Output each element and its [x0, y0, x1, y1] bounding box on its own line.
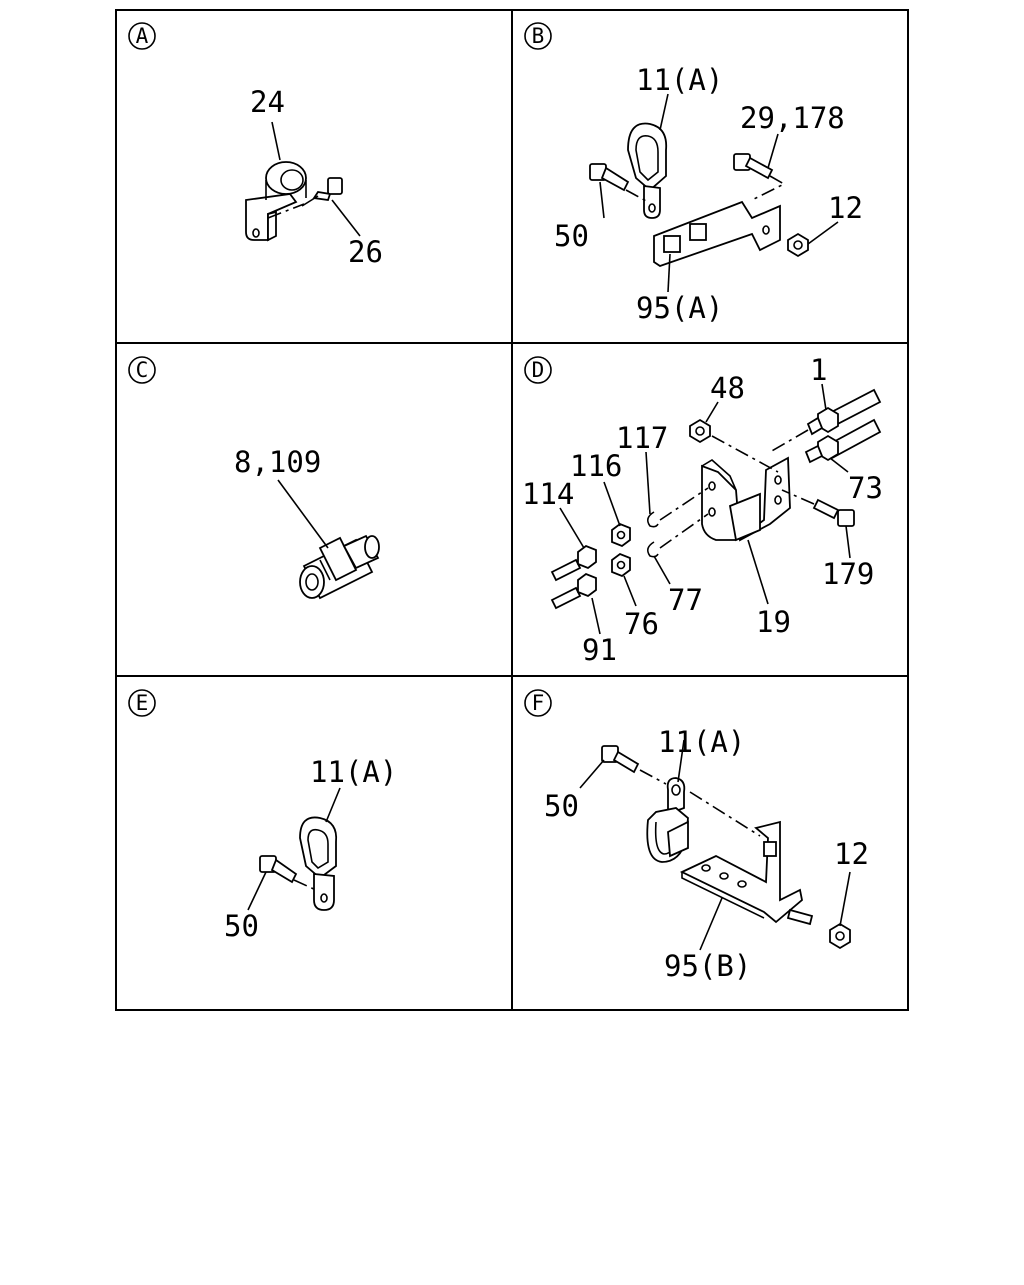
label-117: 117	[616, 421, 668, 455]
panel-e: E 11(A) 50	[128, 689, 397, 943]
label-1: 1	[810, 353, 827, 387]
label-19: 19	[756, 605, 791, 639]
label-50: 50	[554, 219, 589, 253]
label-77: 77	[668, 583, 703, 617]
panel-d: D	[522, 353, 883, 667]
label-24: 24	[250, 85, 285, 119]
panel-e-letter: E	[136, 691, 149, 715]
panel-a-letter: A	[136, 24, 149, 48]
label-50: 50	[224, 909, 259, 943]
label-8-109: 8,109	[234, 445, 321, 479]
label-114: 114	[522, 477, 574, 511]
part-fitting-73	[804, 418, 882, 464]
part-bolt-50	[601, 745, 761, 837]
panel-b: B	[524, 22, 863, 325]
panel-c-letter: C	[136, 358, 149, 382]
panel-f: F	[524, 689, 869, 983]
panel-a: A 24 26	[128, 22, 383, 269]
part-nut-12	[829, 922, 851, 950]
part-bolt-179	[781, 489, 855, 527]
label-11a: 11(A)	[310, 755, 397, 789]
part-clip-24	[245, 161, 307, 242]
panel-d-letter: D	[532, 358, 545, 382]
part-bracket-95a	[653, 200, 781, 267]
label-26: 26	[348, 235, 383, 269]
label-48: 48	[710, 371, 745, 405]
diagram-grid	[115, 9, 909, 1011]
part-bracket-19	[701, 456, 791, 542]
label-73: 73	[848, 471, 883, 505]
part-fitting-1	[769, 388, 882, 453]
label-50: 50	[544, 789, 579, 823]
panel-b-letter: B	[532, 24, 545, 48]
panel-c: C 8,109	[128, 356, 380, 600]
part-nut-76	[611, 552, 631, 578]
part-bolt-29-178	[733, 153, 786, 201]
label-76: 76	[624, 607, 659, 641]
label-29-178: 29,178	[740, 101, 845, 135]
part-clip-11a	[299, 816, 338, 911]
part-clip-11a	[646, 777, 689, 863]
label-95b: 95(B)	[664, 949, 751, 983]
part-bolt-26	[267, 177, 343, 219]
part-snap-ring-117	[646, 487, 709, 528]
part-nut-116	[611, 522, 631, 548]
label-12: 12	[828, 191, 863, 225]
part-bolt-50	[259, 855, 317, 891]
label-91: 91	[582, 633, 617, 667]
part-nut-48	[689, 418, 779, 473]
part-nut-12	[787, 232, 809, 258]
label-11a: 11(A)	[658, 725, 745, 759]
part-hose-114	[550, 544, 597, 582]
label-11a: 11(A)	[636, 63, 723, 97]
part-hose-91	[550, 572, 597, 610]
panel-f-letter: F	[532, 691, 545, 715]
label-179: 179	[822, 557, 874, 591]
label-12: 12	[834, 837, 869, 871]
part-snap-ring-77	[646, 513, 709, 558]
label-95a: 95(A)	[636, 291, 723, 325]
part-union-8-109	[299, 534, 380, 600]
label-116: 116	[570, 449, 622, 483]
part-bracket-95b	[679, 820, 814, 926]
part-clip-11a	[627, 122, 668, 219]
part-bolt-50	[589, 163, 649, 203]
